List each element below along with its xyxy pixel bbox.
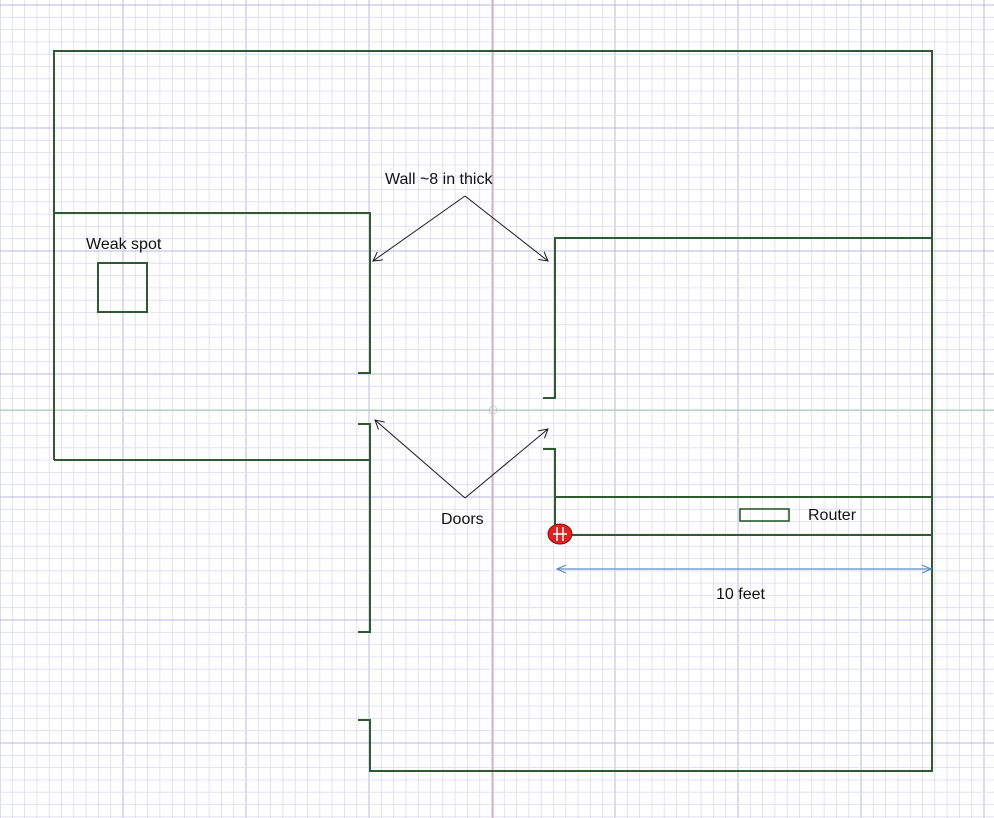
right-room	[543, 237, 932, 536]
left-room	[54, 212, 371, 633]
weak-spot-square-icon	[97, 262, 148, 313]
dimension-label: 10 feet	[716, 586, 765, 603]
wall-thickness-arrows	[373, 195, 548, 261]
right-hall-wall-lower-segment	[543, 448, 932, 536]
red-marker-icon	[547, 523, 573, 545]
left-room-upper-wall	[54, 212, 371, 374]
router-icon	[739, 508, 790, 522]
outer-walls	[53, 50, 933, 772]
outer-wall-top-and-left	[53, 50, 933, 772]
door-arrows	[375, 420, 548, 499]
wall-thickness-label: Wall ~8 in thick	[385, 171, 493, 188]
left-hall-wall-lower-segment	[358, 423, 371, 633]
door-arrow-left	[375, 420, 466, 499]
router-label: Router	[808, 507, 857, 524]
door-arrow-right	[464, 429, 548, 499]
origin-point	[488, 405, 498, 415]
weak-spot-label: Weak spot	[86, 236, 162, 253]
wall-arrow-right	[464, 195, 548, 261]
right-room-upper-wall	[543, 237, 932, 399]
wall-arrow-left	[373, 195, 466, 261]
doors-label: Doors	[441, 511, 484, 528]
